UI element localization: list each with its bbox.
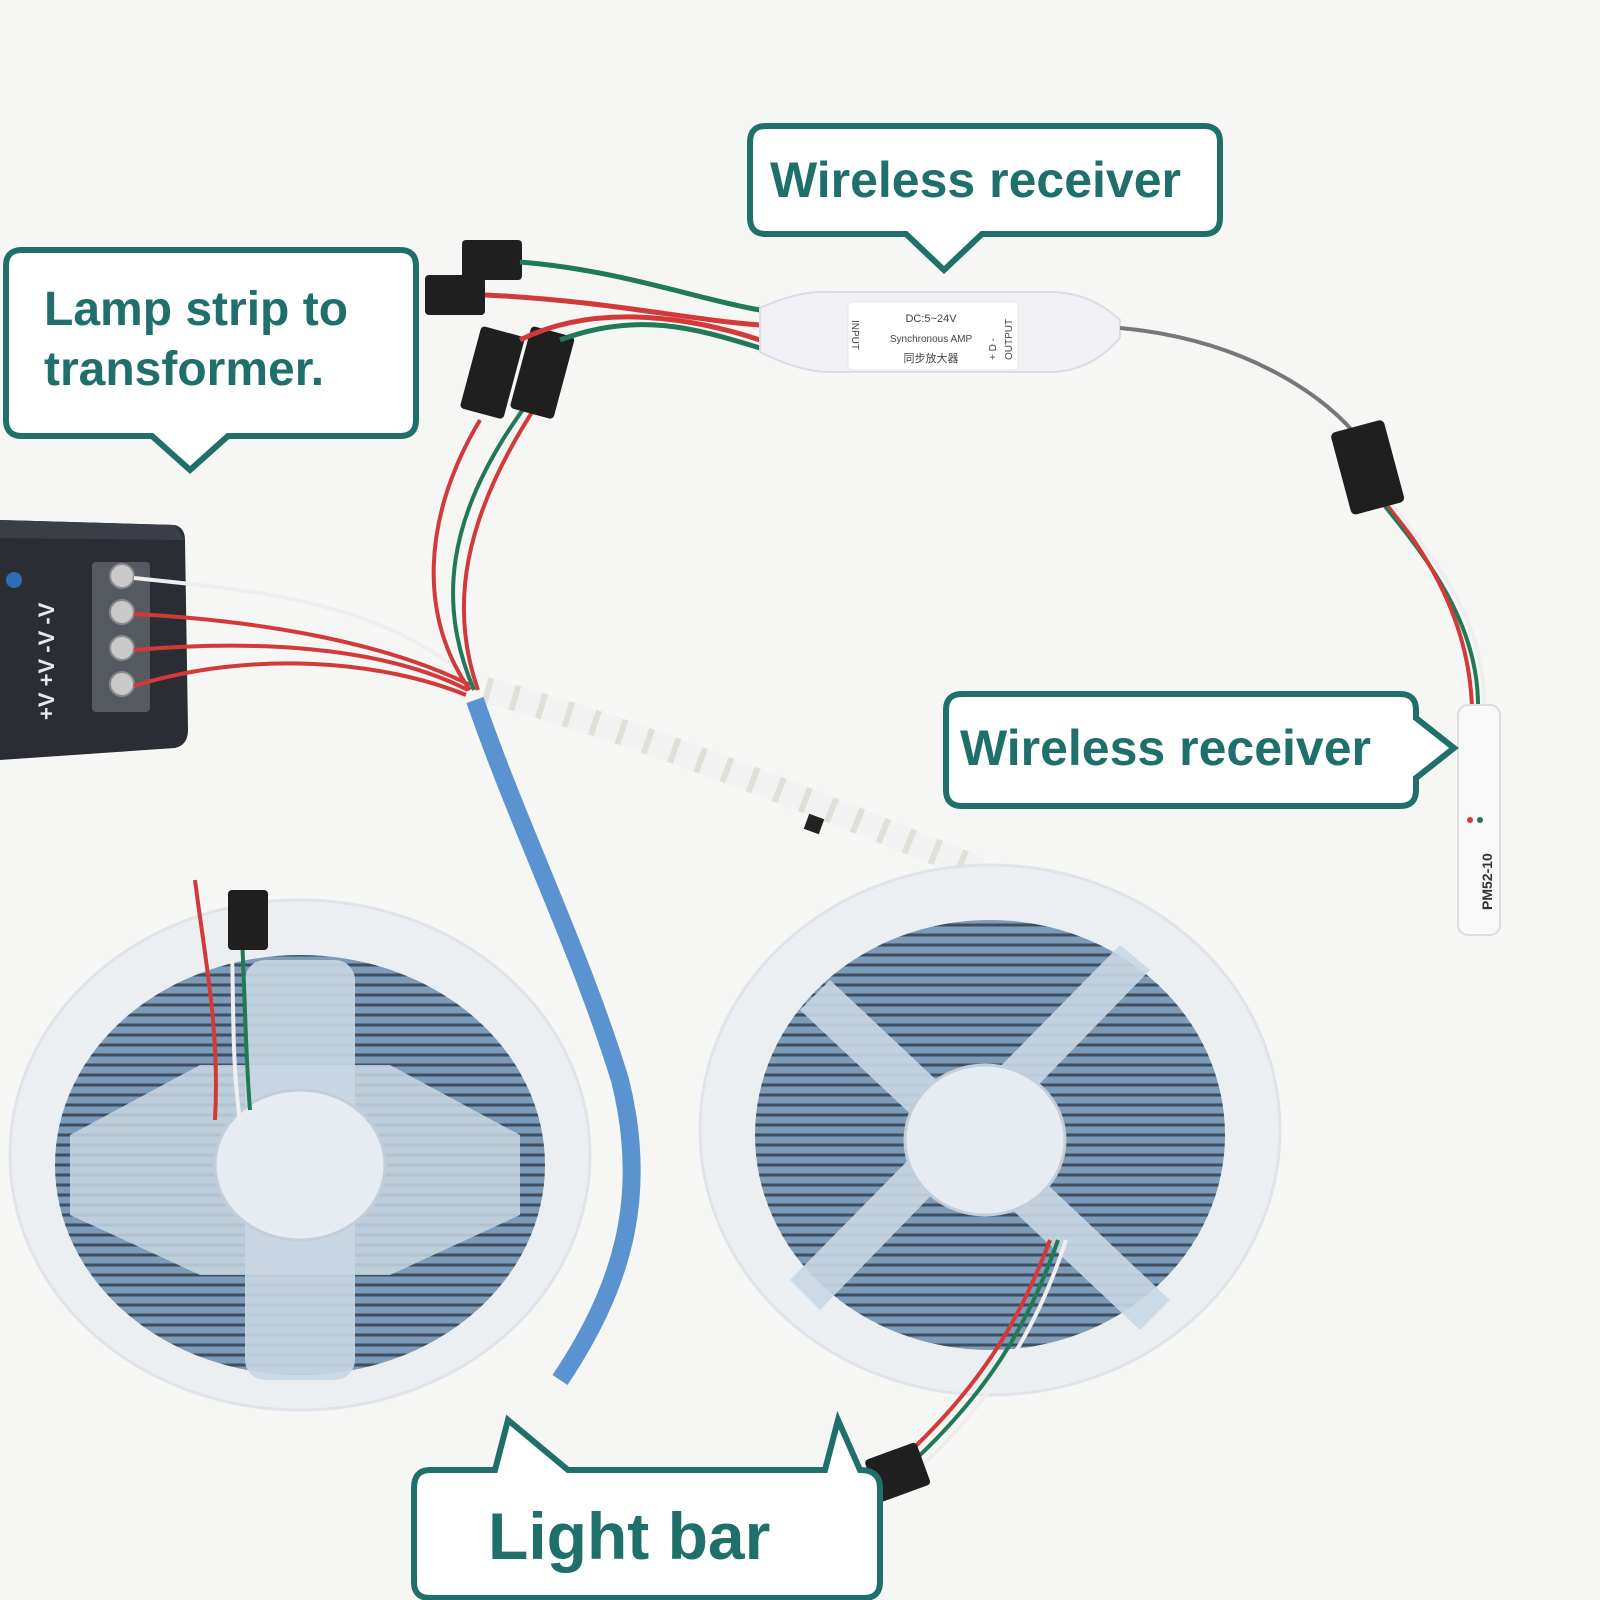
- amp-pin-labels: + D -: [988, 338, 999, 360]
- callout-light-bar-text: Light bar: [488, 1499, 771, 1573]
- screw-terminal: [109, 599, 135, 625]
- callout-lamp-strip-line2: transformer.: [44, 343, 325, 396]
- ic-chip: [803, 813, 825, 835]
- callout-wireless-right-text: Wireless receiver: [960, 720, 1371, 776]
- adjust-potentiometer: [6, 572, 22, 588]
- connector-wires: [484, 259, 761, 351]
- screw-terminal: [109, 671, 135, 697]
- power-supply: +V +V -V -V: [0, 520, 188, 760]
- reel-left-connector: [228, 890, 268, 950]
- screw-terminal: [109, 635, 135, 661]
- jst-connectors: [425, 240, 575, 419]
- callout-lamp-strip-text: Lamp strip to transformer.: [44, 280, 348, 400]
- callout-lamp-strip-bubble: [3, 247, 419, 475]
- reel-right: [698, 863, 1282, 1397]
- callout-light-bar-bubble: [411, 1410, 883, 1600]
- psu-terminal-labels: +V +V -V -V: [34, 602, 59, 720]
- receiver-model: PM52-10: [1479, 853, 1495, 910]
- amp-input-label: INPUT: [849, 320, 860, 350]
- amp-chinese-label: 同步放大器: [904, 351, 959, 365]
- output-connector: [1331, 420, 1405, 515]
- led-strip-segment: [481, 677, 985, 883]
- screw-terminal: [109, 563, 135, 589]
- pm52-receiver: PM52-10: [1457, 704, 1501, 936]
- output-cable: [1119, 326, 1487, 711]
- callout-lamp-strip-line1: Lamp strip to: [44, 283, 349, 336]
- amp-output-label: OUTPUT: [1004, 319, 1015, 360]
- callout-wireless-top-bubble: [747, 123, 1223, 275]
- reel-right-wires: [888, 1239, 1068, 1488]
- callout-wireless-right-bubble: [943, 691, 1459, 809]
- psu-wires: [133, 576, 472, 697]
- amp-voltage: DC:5~24V: [905, 313, 957, 325]
- callout-wireless-top-text: Wireless receiver: [770, 152, 1181, 208]
- blue-strip-lead: [466, 697, 641, 1385]
- synchronous-amp: DC:5~24V Synchronous AMP 同步放大器 INPUT OUT…: [759, 290, 1121, 373]
- amp-name: Synchronous AMP: [890, 334, 973, 345]
- input-wires: [431, 398, 542, 692]
- reel-left: [8, 898, 592, 1412]
